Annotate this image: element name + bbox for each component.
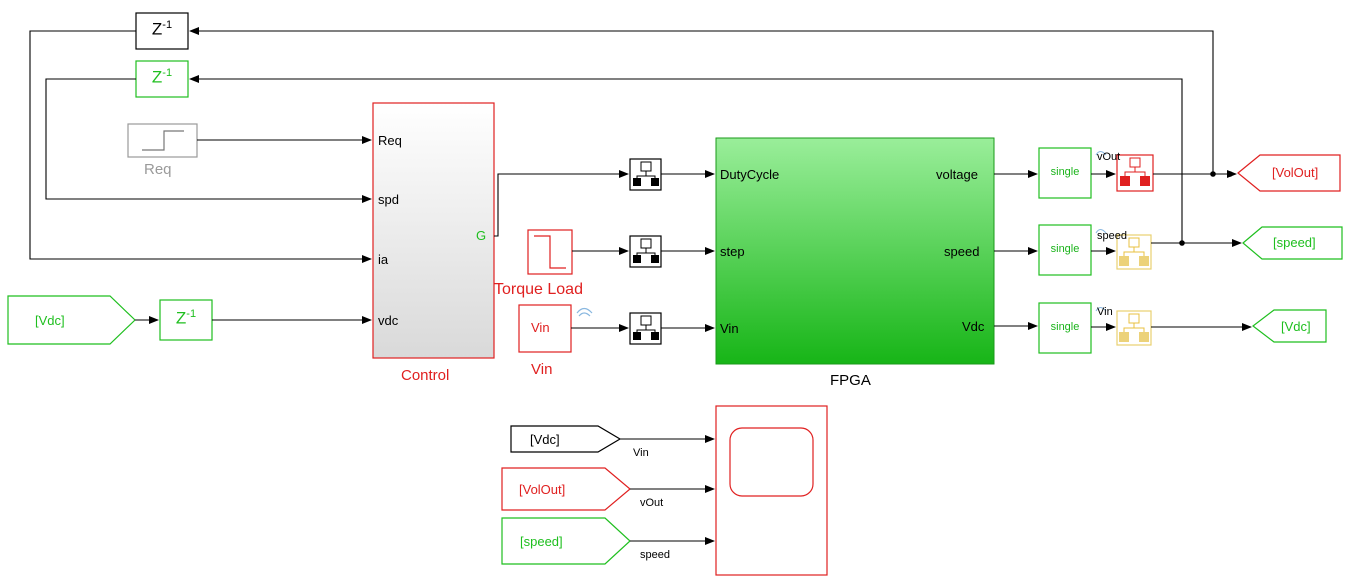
delay-vdc-exp: -1 <box>186 308 197 320</box>
from-vdc-scope-label: [Vdc] <box>530 432 560 447</box>
signal-label-vout: vOut <box>1097 151 1121 163</box>
vin-wireless-icon <box>576 307 593 317</box>
delay-vdc-block[interactable] <box>159 299 213 341</box>
delay-top-exp: -1 <box>162 19 173 31</box>
control-port-spd: spd <box>378 192 399 207</box>
req-step-glyph <box>142 130 184 151</box>
fpga-subsystem-body[interactable] <box>715 137 995 365</box>
fpga-port-voltage: voltage <box>936 167 978 182</box>
vin-constant-block[interactable] <box>518 304 572 353</box>
control-port-ia: ia <box>378 252 389 267</box>
rate-transition-1[interactable] <box>629 158 662 191</box>
req-step-block[interactable] <box>127 123 198 158</box>
goto-volout-shape[interactable] <box>1237 154 1341 192</box>
delay-mid[interactable]: Z-1 <box>136 61 188 97</box>
goto-speed-shape[interactable] <box>1242 226 1343 260</box>
delay-mid-exp: -1 <box>162 67 173 79</box>
scope-signal-vout: vOut <box>640 497 664 509</box>
scope-signal-vin: Vin <box>633 447 649 459</box>
from-speed-scope-label: [speed] <box>520 534 563 549</box>
goto-speed-label: [speed] <box>1273 235 1316 250</box>
fpga-port-speed: speed <box>944 244 980 259</box>
goto-vdc-shape[interactable] <box>1252 309 1327 343</box>
from-vdc-left-shape[interactable] <box>7 295 136 345</box>
fpga-port-step: step <box>720 244 745 259</box>
convert-single-3-label: single <box>1050 321 1080 333</box>
delay-top[interactable]: Z-1 <box>136 13 188 49</box>
delay-top-z: Z <box>151 19 163 39</box>
rate-transition-2[interactable] <box>629 235 662 268</box>
delay-top-block[interactable] <box>135 12 189 50</box>
convert-single-2-box[interactable] <box>1038 224 1092 276</box>
from-vdc-left-label: [Vdc] <box>35 313 65 328</box>
convert-single-2[interactable]: single <box>1039 225 1091 275</box>
wireless-icon-vout <box>1095 150 1107 156</box>
convert-single-2-label: single <box>1050 243 1080 255</box>
rate-transition-vin[interactable] <box>1116 310 1152 346</box>
from-volout-scope-label: [VolOut] <box>519 482 566 497</box>
junction-vout-2 <box>1227 171 1233 177</box>
scope-signal-speed: speed <box>640 549 670 561</box>
rate-transition-vout[interactable] <box>1116 154 1154 192</box>
torque-step-glyph <box>534 235 566 269</box>
rate-transition-speed[interactable] <box>1116 234 1152 270</box>
convert-single-1-box[interactable] <box>1038 147 1092 199</box>
convert-single-1[interactable]: single <box>1039 148 1091 198</box>
goto-vdc-label: [Vdc] <box>1281 319 1311 334</box>
wireless-icon-vin <box>1095 306 1107 312</box>
vin-block-name: Vin <box>531 361 553 378</box>
junction-speed <box>1179 240 1185 246</box>
from-vdc-scope-shape[interactable] <box>510 425 622 453</box>
delay-vdc-z: Z <box>175 308 187 328</box>
wireless-icon-speed <box>1095 228 1107 234</box>
convert-single-3[interactable]: single <box>1039 303 1091 353</box>
scope-screen <box>729 427 814 497</box>
control-subsystem-body[interactable] <box>372 102 495 359</box>
delay-mid-z: Z <box>151 67 163 87</box>
control-port-req: Req <box>378 133 402 148</box>
torque-load-name: Torque Load <box>494 281 583 298</box>
fpga-port-dutycycle: DutyCycle <box>720 167 780 182</box>
delay-top-label: Z-1 <box>136 19 188 40</box>
convert-single-1-label: single <box>1050 166 1080 178</box>
delay-vdc-label: Z-1 <box>160 308 212 329</box>
fpga-port-vdc: Vdc <box>962 319 985 334</box>
goto-volout-label: [VolOut] <box>1272 165 1319 180</box>
vin-block-label: Vin <box>531 320 550 335</box>
control-port-vdc: vdc <box>378 313 399 328</box>
fpga-port-vin: Vin <box>720 321 739 336</box>
control-block-name: Control <box>401 367 450 384</box>
delay-vdc[interactable]: Z-1 <box>160 300 212 340</box>
signal-label-vin: Vin <box>1097 306 1113 318</box>
rate-transition-3[interactable] <box>629 312 662 345</box>
fpga-block-name: FPGA <box>830 372 871 389</box>
convert-single-3-box[interactable] <box>1038 302 1092 354</box>
from-speed-scope-shape[interactable] <box>501 517 631 565</box>
delay-mid-label: Z-1 <box>136 67 188 88</box>
signal-label-speed: speed <box>1097 230 1127 242</box>
junction-vout <box>1210 171 1216 177</box>
from-volout-scope-shape[interactable] <box>501 467 631 511</box>
req-block-name: Req <box>144 161 172 178</box>
control-port-g: G <box>476 228 487 243</box>
